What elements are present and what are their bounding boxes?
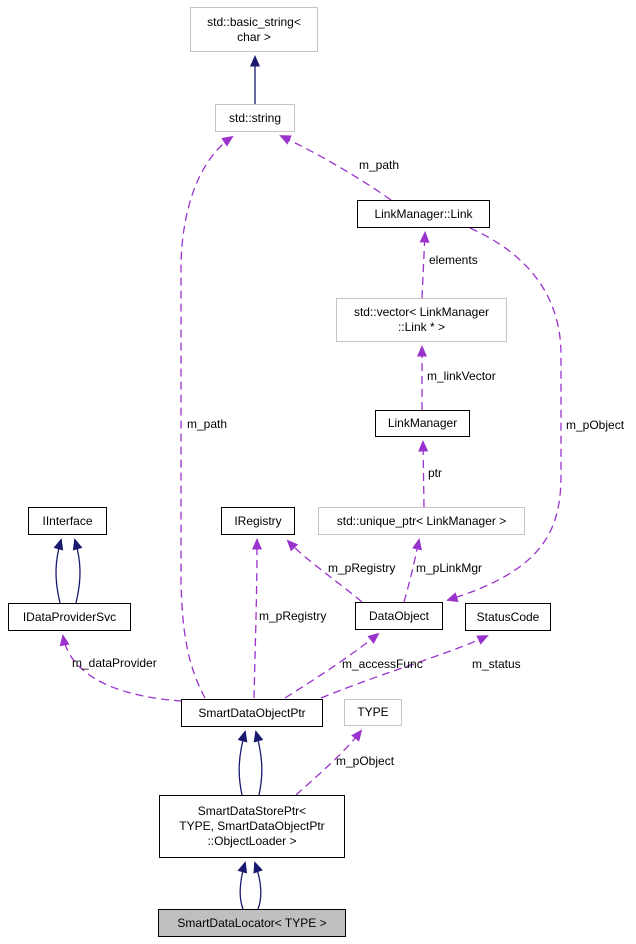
edge-usage-objectptr-idataprovidersvc-mdataprovider xyxy=(59,634,183,702)
edge-label-m-pobject-bottom: m_pObject xyxy=(336,754,395,768)
edge-usage-objectptr-dataobject-maccessfunc xyxy=(284,632,380,699)
edge-usage-uniqueptr-linkmanager-ptr xyxy=(418,440,429,508)
edge-label-m-plinkmgr: m_pLinkMgr xyxy=(416,561,483,575)
edge-inherit-storeptr-objectptr-2 xyxy=(253,730,264,796)
node-linkmanager-link[interactable]: LinkManager::Link xyxy=(357,200,490,228)
edge-usage-objectptr-string-mpath xyxy=(180,135,234,699)
edge-label-m-pregistry-left: m_pRegistry xyxy=(259,609,327,623)
node-type: TYPE xyxy=(344,699,402,726)
edge-label-m-pobject-right: m_pObject xyxy=(566,418,625,432)
node-smartdatalocator-current: SmartDataLocator< TYPE > xyxy=(158,909,346,937)
node-std-string: std::string xyxy=(215,104,295,132)
node-statuscode[interactable]: StatusCode xyxy=(465,603,551,631)
node-smartdataobjectptr[interactable]: SmartDataObjectPtr xyxy=(181,699,323,727)
edge-label-m-path-top: m_path xyxy=(359,158,400,172)
edge-inherit-locator-storeptr-1 xyxy=(237,861,248,910)
node-std-basic-string: std::basic_string< char > xyxy=(190,7,318,52)
edge-usage-objectptr-statuscode-mstatus xyxy=(320,635,489,699)
edge-label-m-status: m_status xyxy=(472,657,521,671)
edge-inherit-idataprovidersvc-iinterface-1 xyxy=(53,538,64,604)
edge-label-m-accessfunc: m_accessFunc xyxy=(342,657,423,671)
edge-usage-link-string-mpath xyxy=(279,135,392,201)
edge-label-ptr: ptr xyxy=(428,466,443,480)
node-iinterface[interactable]: IInterface xyxy=(28,507,107,535)
edge-label-m-dataprovider: m_dataProvider xyxy=(72,656,157,670)
edge-usage-objectptr-iregistry-mpregistry xyxy=(251,538,262,699)
edge-usage-vector-link-elements xyxy=(419,231,430,299)
edge-label-m-linkvector: m_linkVector xyxy=(427,369,496,383)
edge-label-m-pregistry-upper: m_pRegistry xyxy=(328,561,396,575)
node-iregistry[interactable]: IRegistry xyxy=(221,507,295,535)
edge-inherit-storeptr-objectptr-1 xyxy=(237,730,248,796)
node-linkmanager[interactable]: LinkManager xyxy=(375,410,470,437)
node-idataprovidersvc[interactable]: IDataProviderSvc xyxy=(8,603,131,631)
edge-label-m-path-left: m_path xyxy=(187,417,228,431)
edge-usage-storeptr-type-mpobject xyxy=(295,729,363,796)
node-std-vector-link: std::vector< LinkManager ::Link * > xyxy=(336,298,507,342)
node-std-unique-ptr: std::unique_ptr< LinkManager > xyxy=(318,507,525,535)
edge-inherit-idataprovidersvc-iinterface-2 xyxy=(72,538,83,604)
node-dataobject[interactable]: DataObject xyxy=(355,602,443,630)
edge-usage-link-dataobject-mpobject xyxy=(446,227,562,602)
edge-label-elements: elements xyxy=(429,253,478,267)
node-smartdatastoreptr[interactable]: SmartDataStorePtr< TYPE, SmartDataObject… xyxy=(159,795,345,858)
edge-inherit-locator-storeptr-2 xyxy=(253,861,263,910)
edge-usage-dataobject-uniqueptr-mplinkmgr xyxy=(403,538,422,603)
